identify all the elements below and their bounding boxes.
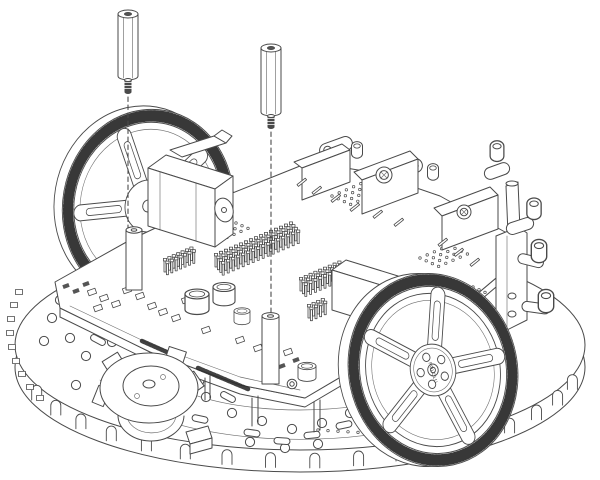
bump-switches [293, 136, 551, 331]
pcb-silkscreen-text [195, 365, 251, 392]
buzzer-ring [286, 378, 298, 390]
screw-head [456, 204, 472, 220]
gearmotor-left [147, 129, 234, 248]
right-wheel: POLOLU [337, 273, 519, 468]
hex-standoff-left [117, 9, 139, 94]
ball-caster [91, 346, 213, 455]
mounted-spacer-left [125, 226, 143, 291]
mounted-spacer-right [261, 312, 280, 385]
wheel-hub-text: POLOLU [427, 361, 439, 384]
hex-standoff-right [260, 43, 282, 129]
screw-head [375, 166, 393, 184]
